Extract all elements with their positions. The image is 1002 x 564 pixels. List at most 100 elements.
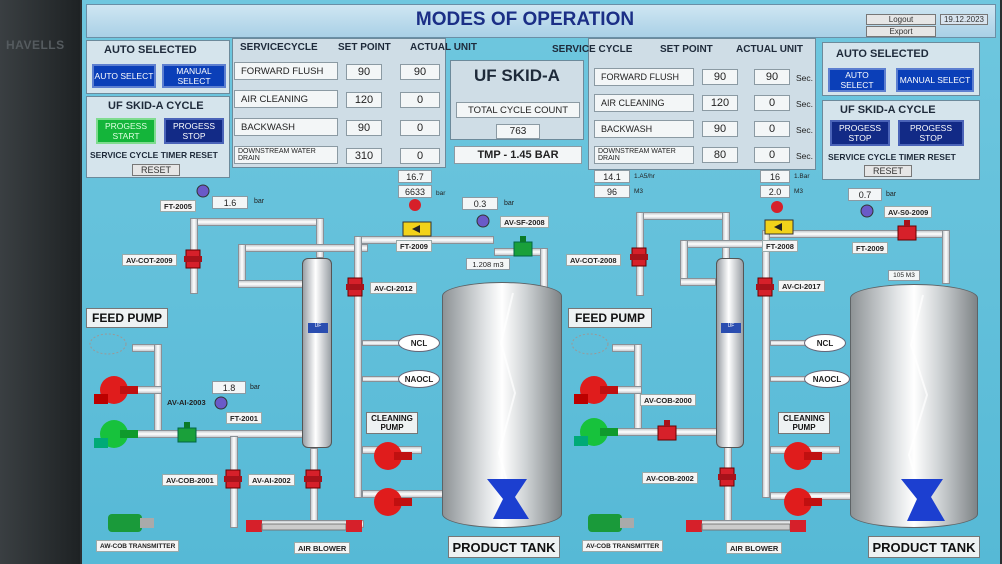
- right-flow-total: 96: [594, 185, 630, 198]
- pump-icon[interactable]: [572, 372, 618, 406]
- left-row-set[interactable]: 120: [346, 92, 382, 108]
- left-transmitter-tag: AW-COB TRANSMITTER: [96, 540, 180, 552]
- tank-level-value: 105 M3: [888, 270, 920, 281]
- page-title: MODES OF OPERATION: [415, 9, 635, 30]
- valve-icon[interactable]: [894, 220, 920, 242]
- flow-meter-icon: [196, 184, 210, 198]
- ft2009-tag: FT-2009: [396, 240, 432, 252]
- ft2001-value: 1.8: [212, 381, 246, 394]
- membrane-icon: UF: [716, 258, 744, 448]
- left-row-label: AIR CLEANING: [234, 90, 338, 108]
- left-manual-select-button[interactable]: MANUAL SELECT: [162, 64, 226, 88]
- left-table-header-actual: ACTUAL UNIT: [410, 42, 478, 53]
- av-ci-2017-tag: AV-CI-2017: [778, 280, 825, 292]
- av-s0-2009-tag: AV-S0-2009: [884, 206, 933, 218]
- left-progess-start-button[interactable]: PROGESS START: [96, 118, 156, 144]
- pipe: [680, 240, 770, 248]
- left-row-set[interactable]: 90: [346, 120, 382, 136]
- valve-icon[interactable]: [770, 200, 784, 214]
- flow-meter-icon: [764, 219, 794, 235]
- pump-icon[interactable]: [368, 484, 414, 518]
- pump-icon[interactable]: [572, 414, 618, 448]
- right-progess-stop-button[interactable]: PROGESS STOP: [898, 120, 964, 146]
- valve-icon[interactable]: [408, 198, 422, 212]
- strainer-icon: [89, 333, 127, 355]
- right-row-label: BACKWASH: [594, 120, 694, 138]
- right-row-set[interactable]: 120: [702, 95, 738, 111]
- av-sf-2008-tag: AV-SF-2008: [500, 216, 549, 228]
- transmitter-icon: [108, 514, 154, 532]
- valve-icon[interactable]: [718, 466, 736, 488]
- right-pressure2-unit: bar: [886, 191, 897, 198]
- right-row-label: FORWARD FLUSH: [594, 68, 694, 86]
- flow-meter-icon: [476, 214, 490, 228]
- ft2009-unit: bar: [504, 200, 515, 207]
- valve-icon[interactable]: [174, 422, 200, 444]
- left-row-set[interactable]: 90: [346, 64, 382, 80]
- pipe: [316, 218, 324, 258]
- av-cob-2000-tag: AV-COB-2000: [640, 394, 696, 406]
- flow-total-value: 6633: [398, 185, 432, 198]
- pipe: [354, 236, 362, 498]
- pump-icon[interactable]: [778, 484, 824, 518]
- logout-button[interactable]: Logout: [866, 14, 936, 25]
- right-volume-value: 2.0: [760, 185, 790, 198]
- ft2009-right-tag: FT-2009: [852, 242, 888, 254]
- valve-icon[interactable]: [304, 468, 322, 490]
- product-tank-icon: [442, 282, 562, 528]
- right-row-actual: 0: [754, 147, 790, 163]
- right-row-actual: 0: [754, 121, 790, 137]
- pipe: [770, 340, 806, 346]
- right-row-set[interactable]: 90: [702, 69, 738, 85]
- pipe: [540, 248, 548, 288]
- ft2005-unit: bar: [254, 198, 265, 205]
- pump-icon[interactable]: [368, 438, 414, 472]
- right-progess-start-button[interactable]: PROGESS STOP: [830, 120, 890, 146]
- pump-icon[interactable]: [778, 438, 824, 472]
- right-flow-rate-unit: 1.A5/hr: [634, 173, 655, 180]
- pipe: [770, 376, 806, 382]
- left-cleaning-pump-label: CLEANING PUMP: [366, 412, 418, 434]
- right-reset-button[interactable]: RESET: [864, 165, 912, 177]
- pump-icon[interactable]: [92, 416, 138, 450]
- title-bar: [86, 4, 996, 38]
- right-row-set[interactable]: 80: [702, 147, 738, 163]
- pipe: [362, 340, 402, 346]
- left-row-label: BACKWASH: [234, 118, 338, 136]
- membrane-icon: UF: [302, 258, 332, 448]
- valve-icon[interactable]: [224, 468, 242, 490]
- left-cycle-title: UF SKID-A CYCLE: [108, 100, 204, 112]
- total-cycle-value: 763: [496, 124, 540, 139]
- valve-icon[interactable]: [510, 236, 536, 258]
- left-progess-stop-button[interactable]: PROGESS STOP: [164, 118, 224, 144]
- export-button[interactable]: Export: [866, 26, 936, 37]
- right-row-unit: Sec.: [796, 125, 814, 135]
- right-pressure-value: 16: [760, 170, 790, 183]
- skid-title: UF SKID-A: [474, 66, 560, 85]
- left-row-label: DOWNSTREAM WATER DRAIN: [234, 146, 338, 164]
- valve-icon[interactable]: [654, 420, 680, 442]
- valve-icon[interactable]: [630, 246, 648, 268]
- air-blower-icon[interactable]: [684, 514, 808, 538]
- right-pressure-unit: 1.Bar: [794, 173, 810, 180]
- pipe: [238, 244, 246, 284]
- valve-icon[interactable]: [346, 276, 364, 298]
- right-row-set[interactable]: 90: [702, 121, 738, 137]
- right-row-unit: Sec.: [796, 151, 814, 161]
- left-auto-select-button[interactable]: AUTO SELECT: [92, 64, 156, 88]
- right-transmitter-tag: AV-COB TRANSMITTER: [582, 540, 664, 552]
- valve-icon[interactable]: [184, 248, 202, 270]
- av-ci-2012-tag: AV-CI-2012: [370, 282, 417, 294]
- right-ncl-tank: NCL: [804, 334, 846, 352]
- air-blower-icon[interactable]: [244, 514, 364, 538]
- right-auto-select-button[interactable]: AUTO SELECT: [828, 68, 886, 92]
- left-reset-button[interactable]: RESET: [132, 164, 180, 176]
- av-cot-2008-tag: AV-COT-2008: [566, 254, 621, 266]
- ft2008-tag: FT-2008: [762, 240, 798, 252]
- right-manual-select-button[interactable]: MANUAL SELECT: [896, 68, 974, 92]
- av-cot-2009-tag: AV-COT-2009: [122, 254, 177, 266]
- left-row-set[interactable]: 310: [346, 148, 382, 164]
- pump-icon[interactable]: [92, 372, 138, 406]
- valve-icon[interactable]: [756, 276, 774, 298]
- pipe: [636, 212, 730, 220]
